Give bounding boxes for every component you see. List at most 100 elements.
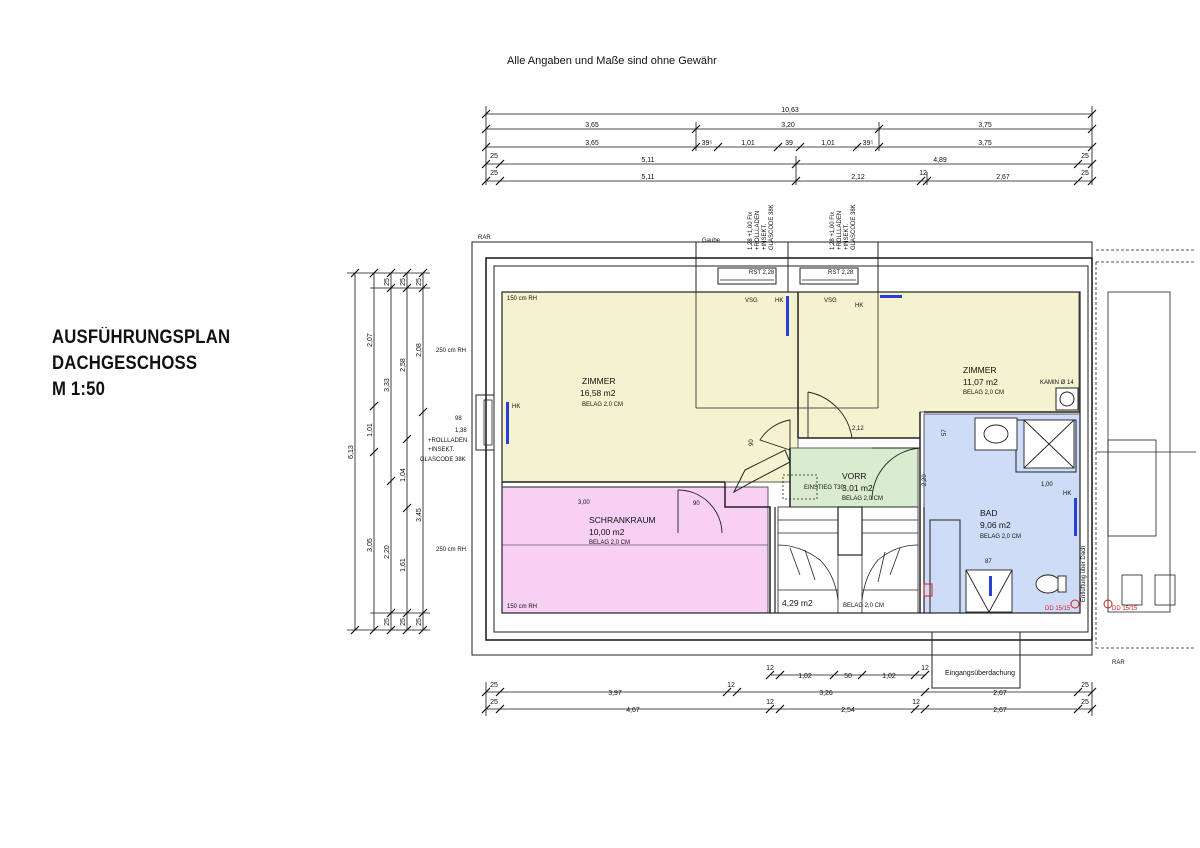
inner-dim: 90: [693, 501, 700, 507]
dim-label: 25: [490, 170, 498, 177]
label-einstieg: EINSTIEG T30: [804, 485, 845, 491]
title-line-3: M 1:50: [52, 379, 106, 400]
dim-label: 25: [1081, 153, 1089, 160]
dim-label: 12: [912, 699, 920, 706]
door-zimmer-left: [759, 419, 791, 451]
label-rst-1: RST 2,28: [749, 270, 775, 276]
room-labels: ZIMMER 16,58 m2 BELAG 2,0 CM ZIMMER 11,0…: [580, 365, 1021, 609]
dim-label: 25: [416, 278, 423, 286]
room-bad-area: 9,06 m2: [980, 520, 1011, 530]
dim-label: 1,01: [821, 140, 835, 147]
radiators: [506, 295, 1077, 596]
dim-label: 2,12: [851, 174, 865, 181]
window-top-1-size: 1,28 +1,00 Fix: [748, 212, 754, 250]
dim-label: 3,65: [585, 140, 599, 147]
neighbour-building: [1095, 249, 1196, 649]
stair-belag: BELAG 2,0 CM: [843, 603, 884, 609]
window-top-1-rollladen: +ROLLLADEN: [755, 211, 761, 250]
room-zimmer-left-name: ZIMMER: [582, 376, 616, 386]
dim-label: 25: [384, 618, 391, 626]
dim-label: 3,45: [416, 508, 423, 522]
label-hk-1: HK: [775, 298, 783, 304]
entrance-canopy-label: Eingangsüberdachung: [945, 670, 1015, 677]
label-rh150-top: 150 cm RH: [507, 296, 537, 302]
dim-label: 50: [844, 673, 852, 680]
dim-label: 2,08: [416, 343, 423, 357]
dim-label: 25: [416, 618, 423, 626]
doors: [677, 391, 921, 534]
room-fills: [501, 291, 1081, 614]
disclaimer: Alle Angaben und Maße sind ohne Gewähr: [507, 55, 717, 67]
room-vorr-name: VORR: [842, 471, 867, 481]
dim-label: 5,11: [641, 157, 654, 164]
room-schrankraum-belag: BELAG 2,0 CM: [589, 540, 630, 546]
dim-label: 2,20: [384, 545, 391, 559]
dim-top-total: 10,63: [781, 107, 799, 114]
room-bad-belag: BELAG 2,0 CM: [980, 534, 1021, 540]
label-rh250-top: 250 cm RH: [436, 348, 466, 354]
plan-title: AUSFÜHRUNGSPLAN DACHGESCHOSS M 1:50: [52, 325, 230, 403]
inner-dim: 2,12: [852, 426, 864, 432]
dim-label: 1,61: [400, 558, 407, 572]
entrance-canopy: [931, 631, 1021, 689]
label-rar-top: RAR: [478, 235, 491, 241]
room-vorr-belag: BELAG 2,0 CM: [842, 496, 883, 502]
dim-label: 3,97: [608, 690, 622, 697]
radiator-icon: [786, 296, 789, 336]
dim-label: 25: [400, 278, 407, 286]
inner-dim: 1,00: [1041, 482, 1053, 488]
dim-label: 39⁵: [863, 140, 874, 147]
stair-area: 4,29 m2: [782, 598, 813, 608]
annotations: 150 cm RH 150 cm RH 250 cm RH 250 cm RH …: [420, 204, 1138, 666]
window-top-1-glas: GLASCODE 38K: [769, 204, 775, 250]
window-top-1-insekt: +INSEKT.: [762, 223, 768, 250]
dim-label: 3,75: [978, 122, 992, 129]
door-schrankraum: [677, 489, 723, 534]
window-left-insekt: +INSEKT.: [428, 447, 455, 453]
dim-label: 3,65: [585, 122, 599, 129]
dim-label: 1,01: [367, 423, 374, 437]
window-top-2-size: 1,28 +1,00 Fix: [830, 212, 836, 250]
room-zimmer-left-area: 16,58 m2: [580, 388, 616, 398]
dim-label: 12: [921, 665, 929, 672]
room-zimmer-right-area: 11,07 m2: [963, 377, 998, 387]
staircase: [777, 506, 919, 614]
dim-label: 1,02: [882, 673, 896, 680]
label-vsg-2: VSG: [824, 298, 837, 304]
dim-label: 25: [490, 682, 498, 689]
window-top-2-insekt: +INSEKT.: [844, 223, 850, 250]
room-schrankraum-name: SCHRANKRAUM: [589, 515, 656, 525]
dimension-chains-top: [481, 106, 1097, 186]
toilet-icon: [1035, 574, 1061, 594]
title-line-1: AUSFÜHRUNGSPLAN: [52, 327, 231, 348]
label-hk-4: HK: [1063, 491, 1071, 497]
dim-label: 3,75: [978, 140, 992, 147]
label-rst-2: RST 2,28: [828, 270, 854, 276]
dim-label: 2,67: [993, 707, 1007, 714]
dim-label: 2,07: [367, 333, 374, 347]
dim-label: 12: [766, 665, 774, 672]
dimension-labels-top: 10,63 3,65 3,20 3,75 3,65 39⁵ 1,01 39 1,…: [490, 107, 1089, 181]
dim-label: 1,02: [798, 673, 812, 680]
dim-label: 25: [1081, 682, 1089, 689]
label-vsg-1: VSG: [745, 298, 758, 304]
sink-icon: [974, 417, 1018, 451]
inner-dim: 57: [942, 429, 948, 436]
room-zimmer-left: [501, 291, 799, 483]
label-rh150-bottom: 150 cm RH: [507, 604, 537, 610]
dimension-labels-left: 6,13 2,07 1,01 3,05 25 3,33 1,04 2,20 25…: [348, 278, 423, 626]
label-gaube: Gaube: [702, 238, 721, 244]
dim-label: 12: [766, 699, 774, 706]
radiator-icon: [989, 576, 992, 596]
dim-label: 3,20: [781, 122, 795, 129]
dim-label: 3,33: [384, 378, 391, 392]
inner-dim: 90: [749, 439, 755, 446]
label-dd-2: DD 15/15: [1112, 606, 1138, 612]
label-kamin: KAMIN Ø 14: [1040, 380, 1074, 386]
dim-label: 2,54: [841, 707, 855, 714]
dim-label: 25: [490, 699, 498, 706]
label-rh250-bottom: 250 cm RH: [436, 547, 466, 553]
door-bad: [871, 447, 921, 501]
dim-label: 2,58: [400, 358, 407, 372]
